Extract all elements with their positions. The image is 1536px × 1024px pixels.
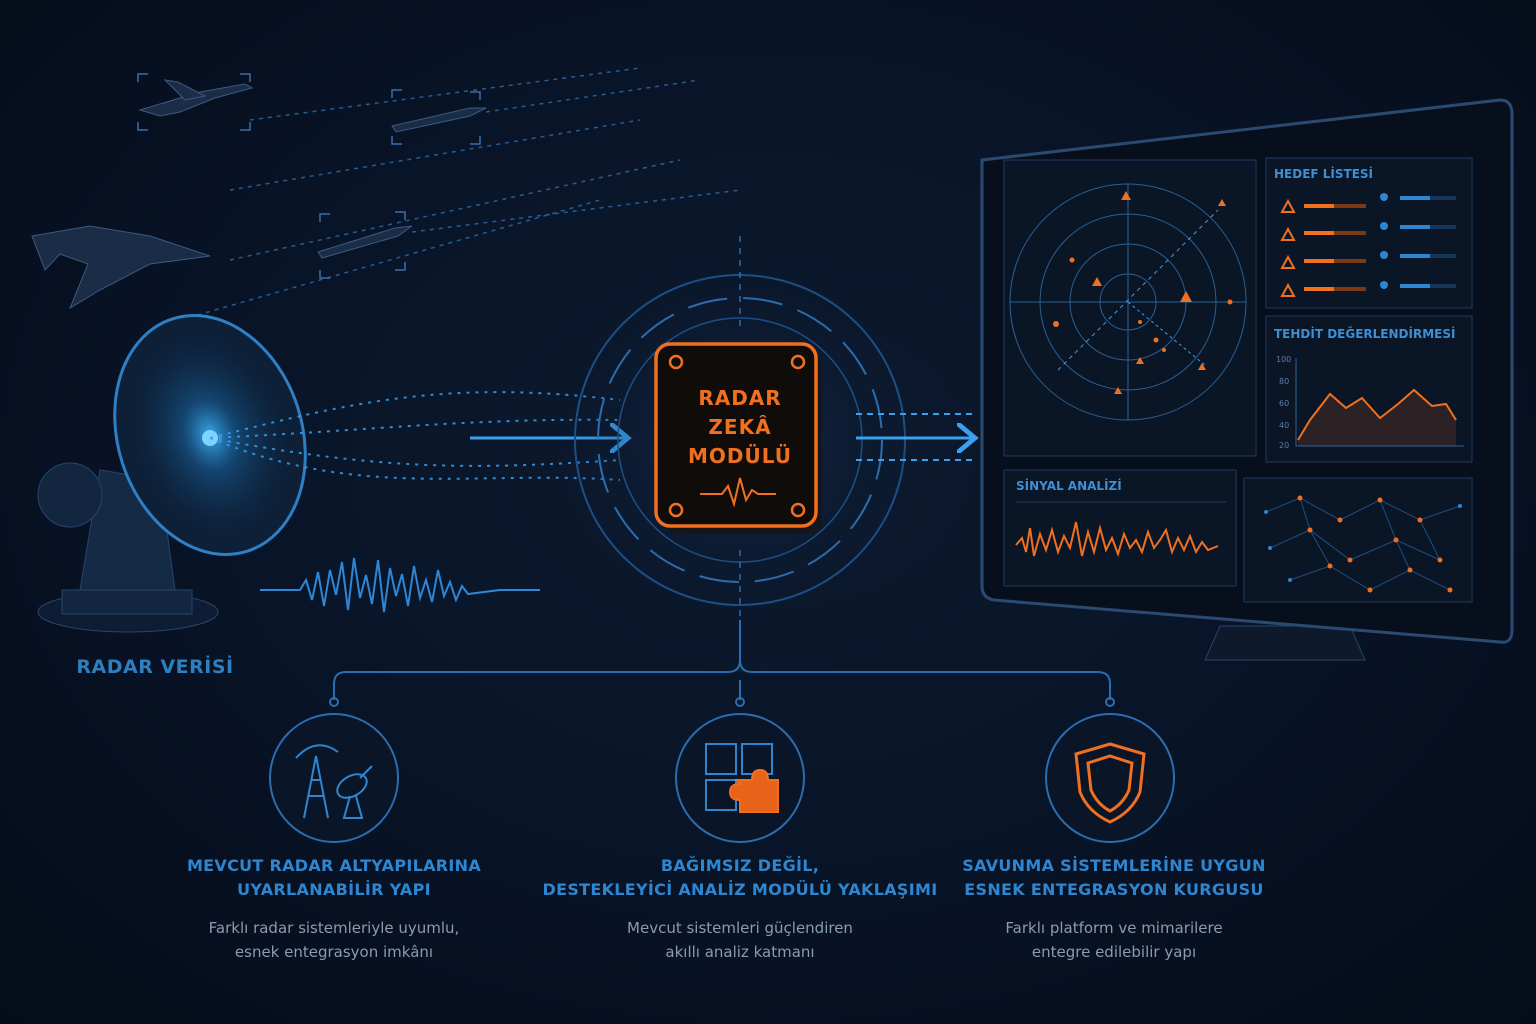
target-list	[1280, 193, 1456, 297]
feature-desc-analysis-module: Mevcut sistemleri güçlendiren akıllı ana…	[530, 916, 950, 964]
threat-axis-tick: 20	[1279, 441, 1289, 450]
network-map	[1264, 495, 1462, 593]
monitor: 100 80 60 40 20	[980, 98, 1514, 661]
feature-icon-radar	[269, 713, 399, 843]
module-title-line: RADAR	[698, 386, 782, 410]
feature-title-line: BAĞIMSIZ DEĞİL,	[660, 856, 820, 875]
radar-data-label: RADAR VERİSİ	[76, 656, 234, 678]
feature-desc-line: entegre edilebilir yapı	[1031, 943, 1197, 961]
signal-analysis-waveform	[1015, 521, 1219, 558]
module-title: RADAR ZEKÂ MODÜLÜ	[660, 384, 820, 471]
feature-title-analysis-module: BAĞIMSIZ DEĞİL, DESTEKLEYİCİ ANALİZ MODÜ…	[520, 854, 960, 902]
module-title-line: MODÜLÜ	[687, 444, 793, 468]
tracking-lines	[179, 67, 741, 321]
module-title-line: ZEKÂ	[708, 415, 772, 439]
threat-axis-tick: 80	[1279, 377, 1289, 386]
puzzle-icon	[705, 743, 779, 813]
fighter-jet-icon	[31, 225, 211, 310]
feature-desc-defense-integration: Farklı platform ve mimarilere entegre ed…	[904, 916, 1324, 964]
feature-icon-shield	[1045, 713, 1175, 843]
target-row	[1280, 281, 1456, 297]
connector-tree	[329, 620, 1115, 707]
missile-icon-2	[317, 211, 413, 279]
feature-desc-line: esnek entegrasyon imkânı	[234, 943, 434, 961]
threat-axis-tick: 40	[1279, 421, 1289, 430]
feature-title-infrastructure: MEVCUT RADAR ALTYAPILARINA UYARLANABİLİR…	[114, 854, 554, 902]
radar-intelligence-module	[654, 342, 822, 534]
target-list-title: HEDEF LİSTESİ	[1274, 166, 1373, 181]
pulse-icon	[700, 477, 776, 508]
feature-title-line: SAVUNMA SİSTEMLERİNE UYGUN	[962, 856, 1266, 875]
threat-axis-tick: 60	[1279, 399, 1289, 408]
threat-axis-tick: 100	[1276, 355, 1291, 364]
aircraft-group	[31, 73, 487, 310]
target-row	[1280, 251, 1456, 269]
feature-desc-infrastructure: Farklı radar sistemleriyle uyumlu, esnek…	[124, 916, 544, 964]
radar-targets	[1053, 191, 1233, 394]
jet-icon-1	[137, 73, 254, 131]
radar-dish	[37, 314, 307, 633]
feature-desc-line: akıllı analiz katmanı	[665, 943, 815, 961]
feature-desc-line: Mevcut sistemleri güçlendiren	[627, 919, 853, 937]
feature-icon-puzzle	[675, 713, 805, 843]
radar-antenna-icon	[295, 744, 373, 819]
feature-title-line: MEVCUT RADAR ALTYAPILARINA	[186, 856, 482, 875]
threat-chart: 100 80 60 40 20	[1276, 355, 1464, 450]
target-row	[1280, 193, 1456, 213]
feature-desc-line: Farklı radar sistemleriyle uyumlu,	[208, 919, 460, 937]
signal-analysis-title: SİNYAL ANALİZİ	[1016, 478, 1122, 493]
feature-title-line: DESTEKLEYİCİ ANALİZ MODÜLÜ YAKLAŞIMI	[542, 880, 938, 899]
feature-title-line: ESNEK ENTEGRASYON KURGUSU	[964, 880, 1264, 899]
threat-assessment-title: TEHDİT DEĞERLENDİRMESİ	[1274, 326, 1455, 341]
feature-desc-line: Farklı platform ve mimarilere	[1005, 919, 1223, 937]
output-arrows	[856, 413, 972, 461]
shield-icon	[1074, 742, 1146, 824]
feature-title-defense-integration: SAVUNMA SİSTEMLERİNE UYGUN ESNEK ENTEGRA…	[894, 854, 1334, 902]
feature-title-line: UYARLANABİLİR YAPI	[237, 880, 431, 899]
missile-icon-1	[391, 89, 487, 145]
signal-waveform	[260, 557, 540, 613]
target-row	[1280, 222, 1456, 241]
